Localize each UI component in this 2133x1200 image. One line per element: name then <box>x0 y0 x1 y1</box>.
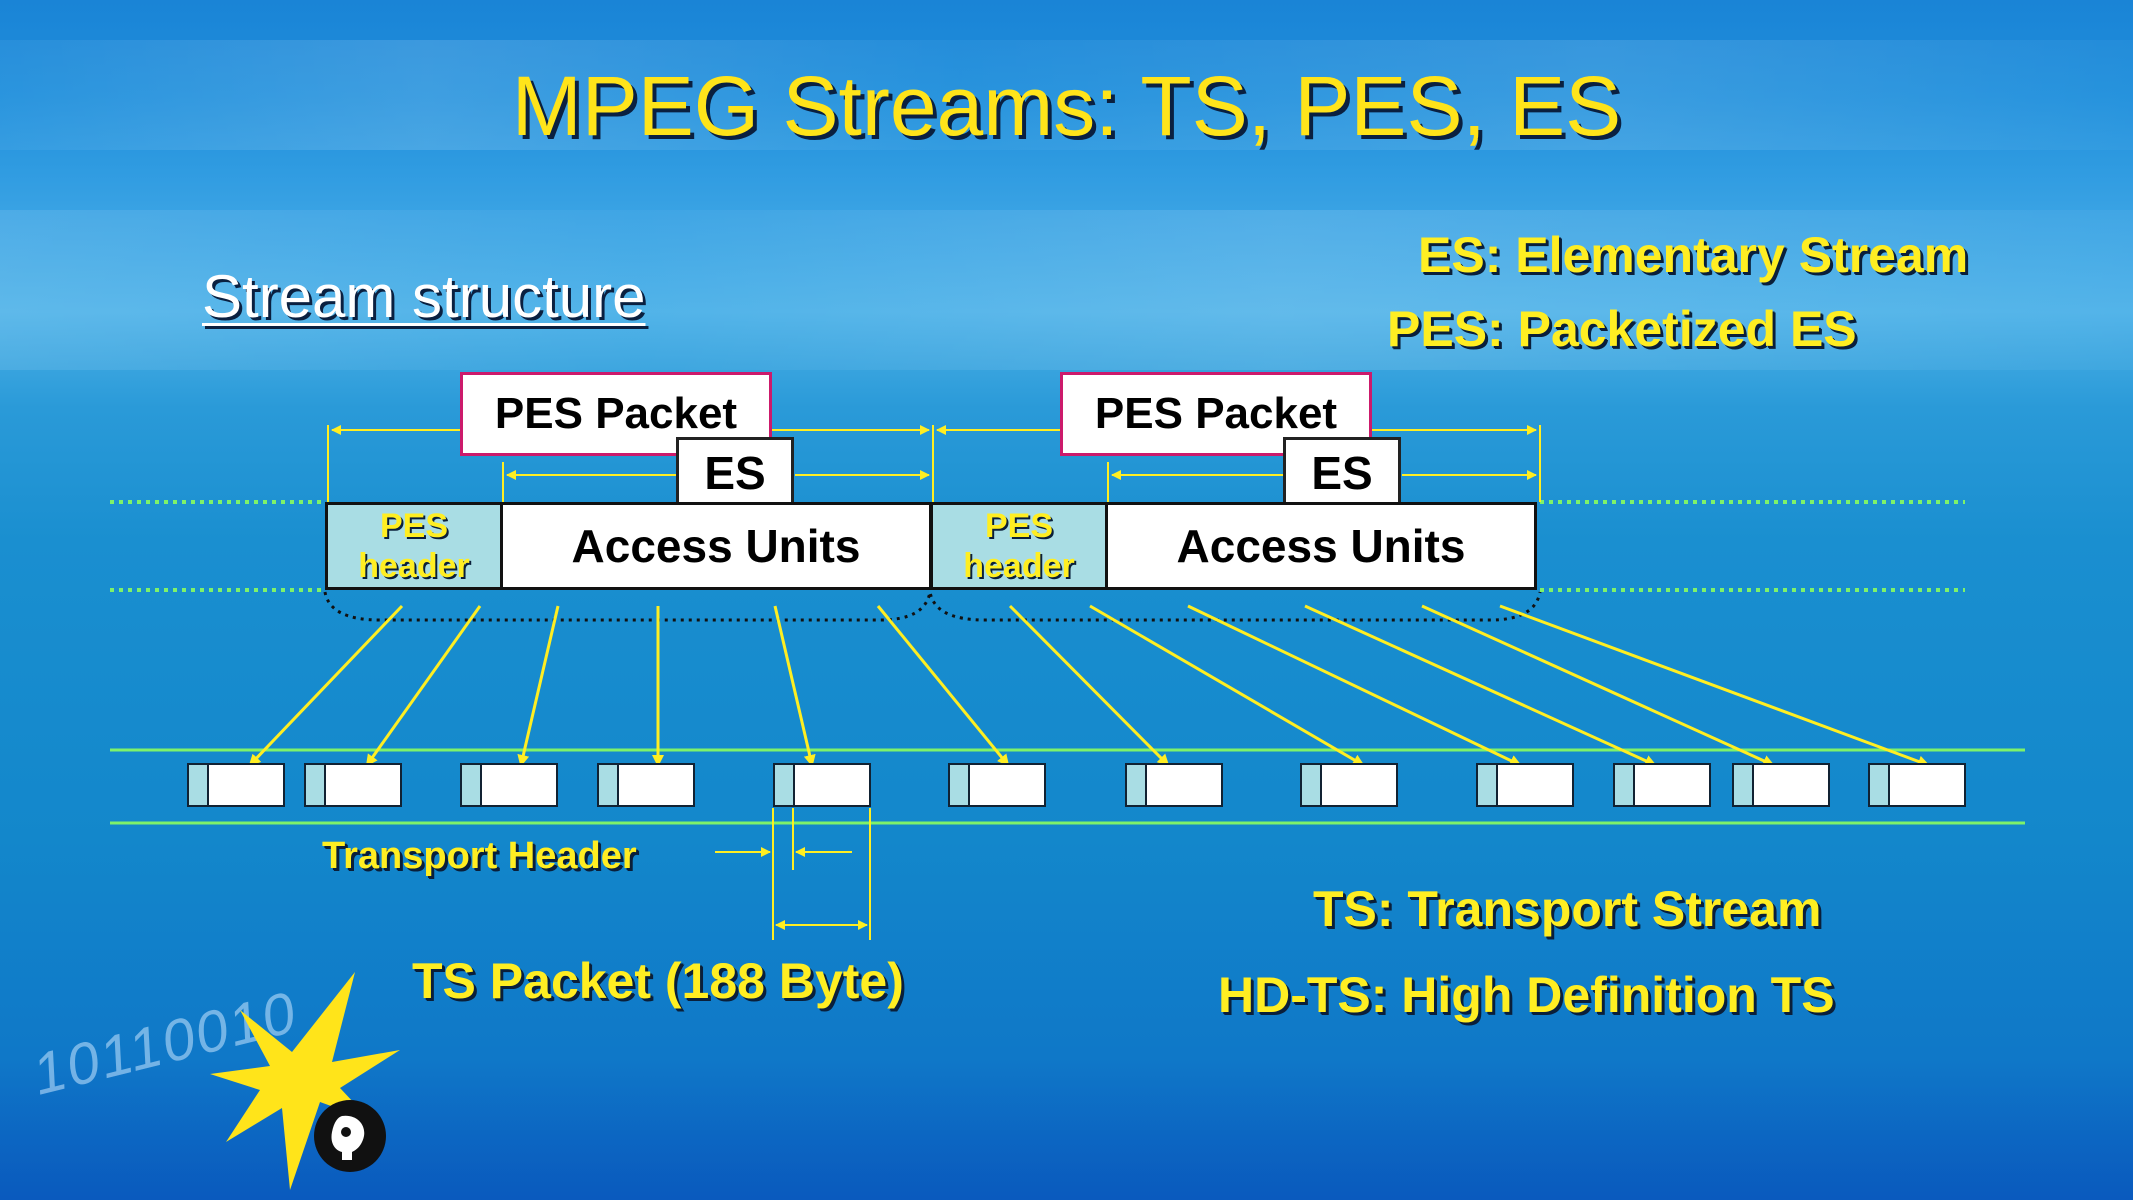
ts-packet <box>187 763 285 807</box>
transport-header <box>1127 765 1147 805</box>
ts-packet <box>773 763 871 807</box>
es-label: ES <box>676 437 794 509</box>
definition-pes: PES: Packetized ES <box>1387 301 1857 357</box>
transport-header-label: Transport Header <box>322 835 637 877</box>
ts-packet <box>1300 763 1398 807</box>
transport-header <box>306 765 326 805</box>
pes-header-line2: header <box>358 547 470 585</box>
ts-packet <box>1476 763 1574 807</box>
access-units: Access Units <box>1105 502 1537 590</box>
ts-packet <box>304 763 402 807</box>
ts-packet <box>948 763 1046 807</box>
ts-packet-label: TS Packet (188 Byte) <box>412 953 904 1009</box>
transport-header <box>462 765 482 805</box>
definition-ts: TS: Transport Stream <box>1313 881 1822 937</box>
pes-packet-label: PES Packet <box>1060 372 1372 456</box>
pes-header-line2: header <box>963 547 1075 585</box>
definition-hdts: HD-TS: High Definition TS <box>1218 967 1835 1023</box>
transport-header <box>1302 765 1322 805</box>
ts-packet-dimension <box>715 808 871 940</box>
pes-packet-span <box>327 425 1541 502</box>
transport-header <box>189 765 209 805</box>
ts-packet <box>1613 763 1711 807</box>
pes-level-dotted-lines <box>110 500 1965 592</box>
pes-brace <box>323 591 1542 622</box>
pbs-head-icon <box>314 1100 386 1172</box>
access-units: Access Units <box>500 502 932 590</box>
slide-title: MPEG Streams: TS, PES, ES <box>511 59 1622 153</box>
mapping-arrows <box>248 604 1930 768</box>
slide-subtitle: Stream structure <box>202 263 646 330</box>
ts-level-lines <box>110 748 2025 825</box>
ts-packet <box>460 763 558 807</box>
transport-header <box>1734 765 1754 805</box>
definition-es: ES: Elementary Stream <box>1418 227 1969 283</box>
transport-header <box>950 765 970 805</box>
transport-header <box>1615 765 1635 805</box>
ts-packet <box>1732 763 1830 807</box>
transport-header <box>775 765 795 805</box>
es-label: ES <box>1283 437 1401 509</box>
transport-header <box>599 765 619 805</box>
ts-packet <box>1125 763 1223 807</box>
ts-packet <box>1868 763 1966 807</box>
transport-header <box>1478 765 1498 805</box>
ts-packet <box>597 763 695 807</box>
transport-header <box>1870 765 1890 805</box>
starburst-icon <box>210 972 400 1190</box>
pes-header-line1: PES <box>379 507 449 545</box>
pbs-logo: 10110010 <box>20 970 400 1200</box>
pes-header-line1: PES <box>984 507 1054 545</box>
